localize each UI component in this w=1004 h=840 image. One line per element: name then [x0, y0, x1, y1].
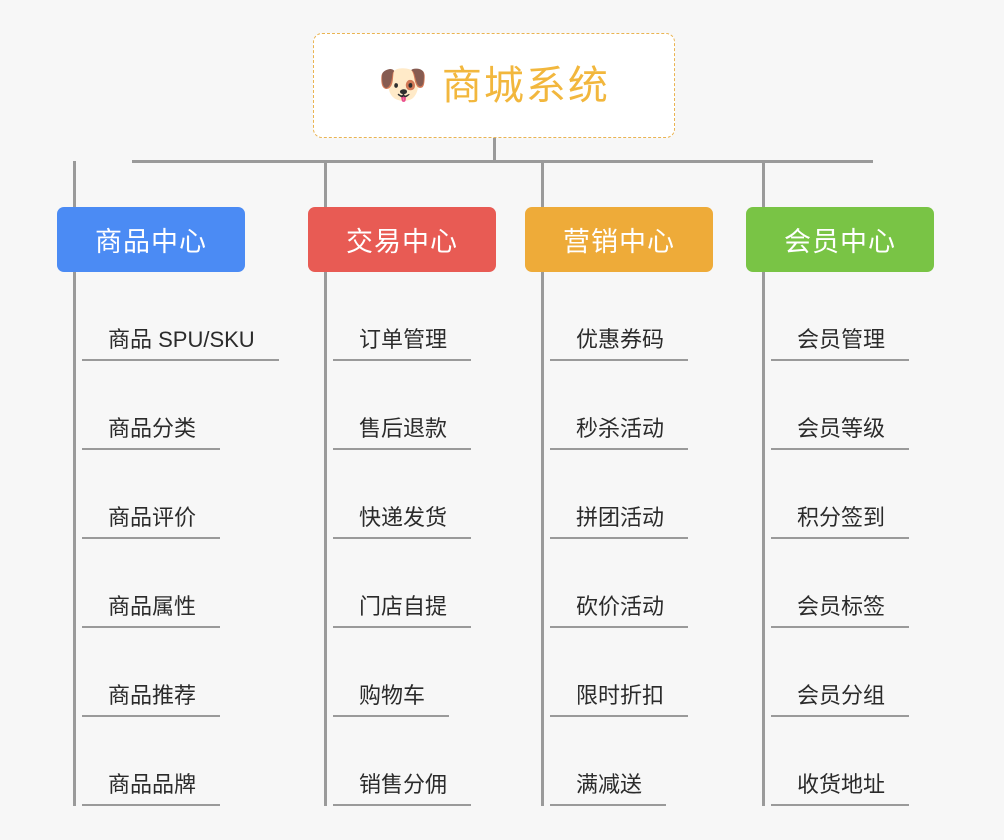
branch-drop-line [324, 161, 327, 207]
branch-header-4[interactable]: 会员中心 [746, 207, 934, 272]
branch-column-4: 会员中心会员管理会员等级积分签到会员标签会员分组收货地址 [746, 161, 934, 806]
leaf-label: 会员标签 [771, 593, 910, 628]
root-trunk-line [493, 138, 496, 162]
leaf-label: 商品 SPU/SKU [82, 326, 279, 361]
leaf-list: 优惠券码秒杀活动拼团活动砍价活动限时折扣满减送 [541, 272, 713, 806]
leaf-label: 商品品牌 [82, 771, 221, 806]
leaf-label: 满减送 [550, 771, 667, 806]
leaf-label: 售后退款 [333, 415, 472, 450]
branch-drop-line [762, 161, 765, 207]
leaf-item[interactable]: 门店自提 [327, 539, 496, 628]
branch-column-2: 交易中心订单管理售后退款快递发货门店自提购物车销售分佣 [308, 161, 496, 806]
leaf-label: 商品分类 [82, 415, 221, 450]
leaf-label: 门店自提 [333, 593, 472, 628]
leaf-item[interactable]: 会员管理 [765, 272, 934, 361]
leaf-item[interactable]: 商品 SPU/SKU [76, 272, 279, 361]
leaf-item[interactable]: 快递发货 [327, 450, 496, 539]
leaf-item[interactable]: 商品推荐 [76, 628, 279, 717]
leaf-item[interactable]: 商品品牌 [76, 717, 279, 806]
leaf-item[interactable]: 销售分佣 [327, 717, 496, 806]
leaf-label: 砍价活动 [550, 593, 689, 628]
leaf-item[interactable]: 积分签到 [765, 450, 934, 539]
branch-header-3[interactable]: 营销中心 [525, 207, 713, 272]
branch-column-1: 商品中心商品 SPU/SKU 商品分类商品评价商品属性商品推荐商品品牌 [57, 161, 279, 806]
leaf-label: 销售分佣 [333, 771, 472, 806]
leaf-item[interactable]: 售后退款 [327, 361, 496, 450]
branch-header-2[interactable]: 交易中心 [308, 207, 496, 272]
leaf-label: 会员分组 [771, 682, 910, 717]
leaf-item[interactable]: 砍价活动 [544, 539, 713, 628]
branch-drop-line [541, 161, 544, 207]
leaf-label: 秒杀活动 [550, 415, 689, 450]
leaf-label: 会员管理 [771, 326, 910, 361]
leaf-label: 购物车 [333, 682, 450, 717]
leaf-label: 限时折扣 [550, 682, 689, 717]
dog-face-icon: 🐶 [378, 62, 428, 107]
leaf-item[interactable]: 满减送 [544, 717, 713, 806]
leaf-label: 商品推荐 [82, 682, 221, 717]
leaf-item[interactable]: 拼团活动 [544, 450, 713, 539]
leaf-label: 优惠券码 [550, 326, 689, 361]
branch-column-3: 营销中心优惠券码秒杀活动拼团活动砍价活动限时折扣满减送 [525, 161, 713, 806]
branch-header-label: 交易中心 [346, 227, 458, 257]
leaf-label: 订单管理 [333, 326, 472, 361]
leaf-item[interactable]: 会员分组 [765, 628, 934, 717]
branch-drop-line [73, 161, 76, 207]
leaf-item[interactable]: 商品评价 [76, 450, 279, 539]
leaf-list: 订单管理售后退款快递发货门店自提购物车销售分佣 [324, 272, 496, 806]
leaf-item[interactable]: 会员等级 [765, 361, 934, 450]
leaf-label: 商品评价 [82, 504, 221, 539]
leaf-label: 快递发货 [333, 504, 472, 539]
leaf-list: 商品 SPU/SKU 商品分类商品评价商品属性商品推荐商品品牌 [73, 272, 279, 806]
leaf-item[interactable]: 优惠券码 [544, 272, 713, 361]
leaf-label: 拼团活动 [550, 504, 689, 539]
leaf-item[interactable]: 商品分类 [76, 361, 279, 450]
leaf-label: 积分签到 [771, 504, 910, 539]
leaf-item[interactable]: 购物车 [327, 628, 496, 717]
branch-header-1[interactable]: 商品中心 [57, 207, 245, 272]
leaf-list: 会员管理会员等级积分签到会员标签会员分组收货地址 [762, 272, 934, 806]
leaf-label: 收货地址 [771, 771, 910, 806]
branch-header-label: 营销中心 [563, 227, 675, 257]
branch-header-label: 会员中心 [784, 227, 896, 257]
root-title: 商城系统 [441, 63, 610, 108]
branch-header-label: 商品中心 [95, 227, 207, 257]
root-node[interactable]: 🐶 商城系统 [313, 33, 675, 138]
leaf-item[interactable]: 秒杀活动 [544, 361, 713, 450]
leaf-item[interactable]: 限时折扣 [544, 628, 713, 717]
leaf-label: 商品属性 [82, 593, 221, 628]
branch-bus-line [132, 160, 873, 163]
leaf-label: 会员等级 [771, 415, 910, 450]
leaf-item[interactable]: 会员标签 [765, 539, 934, 628]
leaf-item[interactable]: 商品属性 [76, 539, 279, 628]
leaf-item[interactable]: 订单管理 [327, 272, 496, 361]
leaf-item[interactable]: 收货地址 [765, 717, 934, 806]
